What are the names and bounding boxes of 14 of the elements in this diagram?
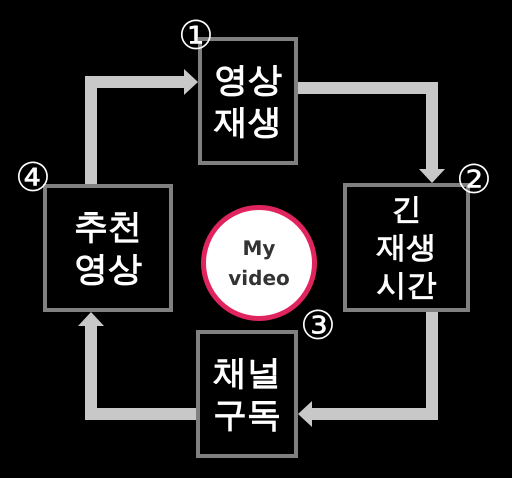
box-label: 추천 영상 (73, 206, 143, 290)
step-number: ② (456, 160, 492, 200)
bent-arrow (85, 69, 198, 184)
process-box (196, 330, 298, 458)
step-number: ③ (300, 306, 336, 346)
bent-arrow (78, 312, 196, 420)
box-label: 긴 재생 시간 (375, 190, 438, 304)
bent-arrow (298, 312, 438, 427)
step-number: ① (178, 16, 214, 56)
circle-label: My video (227, 235, 291, 292)
bent-arrow (298, 82, 445, 183)
step-number: ④ (15, 158, 51, 198)
box-label: 영상 재생 (212, 59, 283, 143)
box-label: 채널 구독 (212, 352, 282, 436)
